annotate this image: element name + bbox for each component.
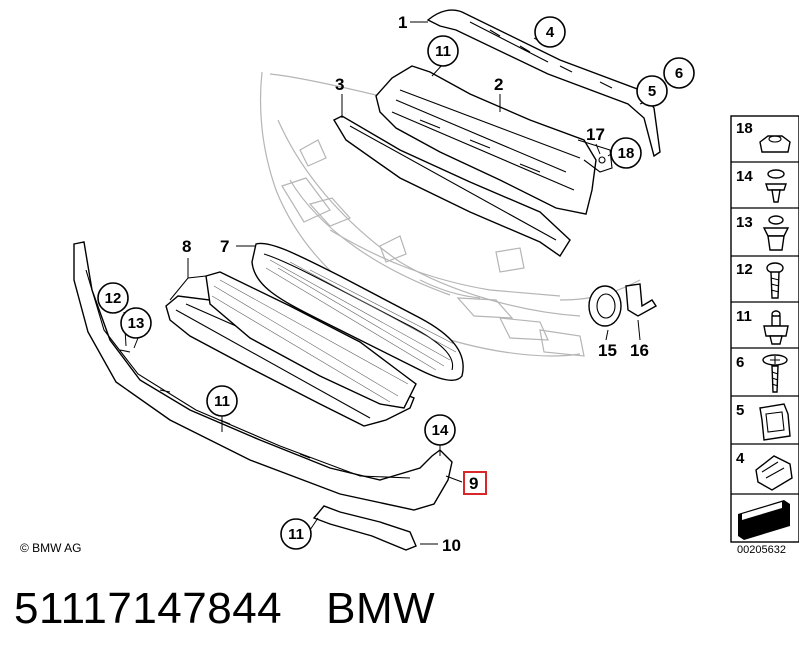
clip-part-16 [625,283,658,317]
label-18: 18 [618,145,635,162]
nut-icon [759,135,791,153]
panel-label-4: 4 [736,450,745,467]
label-11-bottom: 11 [288,526,304,543]
reference-number: 00205632 [737,544,786,556]
callout-circle-5 [636,75,668,107]
label-16: 16 [630,341,649,360]
fastener-panel: 18 14 13 12 11 6 5 4 [730,115,799,543]
label-10: 10 [442,536,461,555]
label-7: 7 [220,237,229,256]
mesh-grille-part-7 [251,242,464,381]
spring-clip-icon [755,455,793,491]
label-2: 2 [494,75,503,94]
support-bar-part-3 [333,115,571,257]
part-number: 51117147844 [14,584,283,633]
carrier-part-2 [375,65,613,215]
direction-arrow-icon [738,500,790,540]
trim-strip-part [426,9,661,158]
callout-circle-12 [97,282,129,314]
label-1: 1 [398,13,407,32]
callout-circle-14 [424,414,456,446]
callout-circle-11-bottom [280,518,312,550]
label-17: 17 [586,125,605,144]
screw-icon [766,262,784,299]
callout-circle-13 [120,307,152,339]
label-9: 9 [469,474,478,493]
highlight-box-9 [463,471,487,495]
bumper-ghost-outline [259,71,641,357]
panel-label-6: 6 [736,354,744,371]
washer-screw-icon [762,354,788,393]
label-5: 5 [648,83,656,100]
callout-circle-11-top [427,35,459,67]
callout-circle-18 [610,137,642,169]
brand-name: BMW [326,584,436,633]
copyright: © BMW AG [20,541,82,555]
label-4: 4 [546,24,555,41]
expansion-rivet-icon [762,215,790,251]
part-caption: 51117147844 BMW [14,584,435,634]
label-11-mid: 11 [214,393,230,410]
panel-label-12: 12 [736,261,753,278]
callout-circle-11-mid [206,385,238,417]
label-11-top: 11 [435,43,451,60]
rivet-icon [765,169,787,203]
label-13: 13 [128,315,145,332]
panel-label-11: 11 [736,308,752,325]
panel-label-18: 18 [736,120,753,137]
bracket-part-10 [312,505,417,551]
parts-diagram: 1 2 3 7 8 10 15 16 17 9 4 5 6 11 18 12 1… [20,9,799,556]
label-14: 14 [432,422,449,439]
label-15: 15 [598,341,617,360]
label-3: 3 [335,75,344,94]
label-12: 12 [105,290,122,307]
label-6: 6 [675,65,683,82]
panel-label-13: 13 [736,214,753,231]
panel-label-5: 5 [736,402,744,419]
grille-frame-part-8 [165,271,417,427]
clip-nut-icon [759,403,791,441]
callout-circle-6 [663,57,695,89]
callout-circle-4 [534,16,566,48]
clip-rivet-icon [763,310,789,345]
panel-label-14: 14 [736,168,753,185]
label-8: 8 [182,237,191,256]
badge-part-15 [588,285,622,327]
